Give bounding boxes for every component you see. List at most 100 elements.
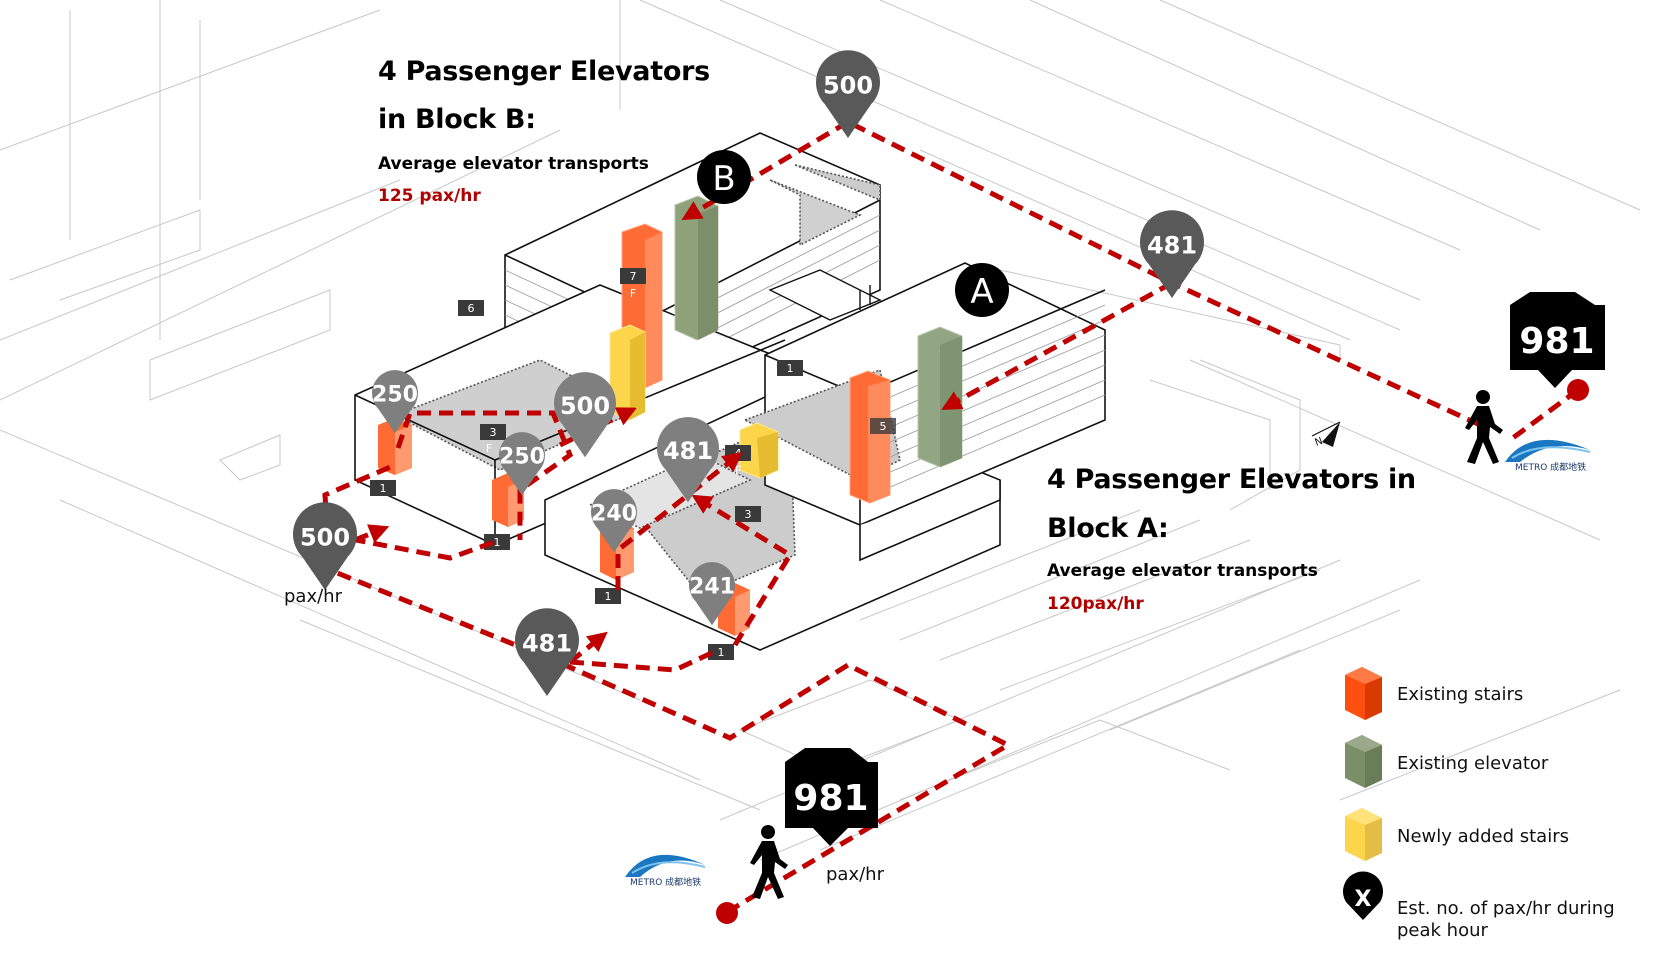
map-pin-icon	[591, 489, 637, 553]
block-a-subtitle: Average elevator transports	[1047, 561, 1318, 581]
pedestrian-icon-south	[750, 825, 788, 899]
legend-label-pax-estimate-line2: peak hour	[1397, 920, 1488, 941]
block-b-rate: 125 pax/hr	[378, 186, 481, 206]
svg-text:F: F	[486, 442, 492, 455]
connecting-bridge	[768, 269, 882, 321]
pax-marker-value: 240	[591, 501, 637, 526]
pax-marker-center-481: 481	[656, 417, 719, 503]
pax-marker-value: 481	[1147, 232, 1197, 260]
pax-marker-stair-240: 240	[591, 489, 637, 553]
floor-tag: 1	[595, 588, 621, 604]
legend-swatch-stairs	[1345, 667, 1382, 720]
svg-text:981: 981	[1519, 321, 1594, 362]
map-pin-icon	[371, 370, 418, 434]
route-481-lower	[569, 647, 720, 673]
svg-text:5: 5	[880, 420, 887, 433]
pax-marker-left-500: 500	[293, 502, 357, 590]
unit-label-left: pax/hr	[284, 586, 342, 607]
svg-text:METRO 成都地铁: METRO 成都地铁	[1515, 461, 1586, 473]
pax-marker-value: 241	[689, 574, 735, 599]
svg-text:N: N	[1313, 436, 1324, 449]
route-podium-loop	[395, 410, 574, 540]
north-arrow-icon: N	[1311, 421, 1341, 449]
pax-marker-stair-241: 241	[689, 562, 735, 626]
block-a-floor-lines	[859, 304, 1106, 501]
svg-text:1: 1	[787, 362, 794, 375]
route-500-arrow	[354, 524, 390, 543]
metro-logo-east: METRO 成都地铁	[1505, 439, 1591, 473]
pax-marker-center-500: 500	[554, 372, 616, 458]
metro-endpoints	[716, 379, 1589, 924]
block-a-existing-stairs	[849, 370, 891, 504]
route-center-3	[691, 494, 794, 647]
svg-text:1: 1	[494, 536, 501, 549]
svg-text:1: 1	[380, 482, 387, 495]
block-a-new-stairs	[739, 422, 779, 479]
metro-south-dot	[716, 902, 738, 924]
pax-marker-bottom-481: 481	[514, 608, 579, 696]
svg-text:B: B	[712, 159, 735, 199]
floor-tag: 3F	[480, 424, 506, 455]
legend-label-elevator: Existing elevator	[1397, 753, 1549, 774]
metro-total-east: 981	[1510, 292, 1605, 388]
svg-text:7: 7	[630, 270, 637, 283]
route-south-metro	[322, 462, 1014, 915]
legend-label-new-stairs: Newly added stairs	[1397, 826, 1569, 847]
floor-tag: 6	[458, 300, 484, 316]
block-b-title-line2: in Block B:	[378, 104, 536, 135]
route-481-arrow	[568, 631, 608, 664]
block-b-title-line1: 4 Passenger Elevators	[378, 56, 710, 87]
block-a-title-line1: 4 Passenger Elevators in	[1047, 464, 1416, 495]
svg-text:3: 3	[490, 426, 497, 439]
svg-text:A: A	[970, 272, 993, 312]
floor-tag: 1	[777, 360, 803, 376]
floor-tag: 1	[370, 480, 396, 496]
pax-marker-value: 500	[823, 72, 873, 100]
floor-tag: 7F	[620, 268, 646, 300]
route-481-to-block-a	[941, 280, 1174, 410]
svg-text:1: 1	[605, 590, 612, 603]
svg-text:981: 981	[793, 778, 868, 819]
pedestrian-icon-east	[1465, 390, 1503, 464]
legend-swatch-elevator	[1345, 735, 1382, 788]
block-b-new-stairs	[609, 324, 646, 421]
pax-marker-top-500: 500	[816, 50, 880, 138]
route-east-metro	[1508, 387, 1580, 443]
map-pin-icon	[816, 50, 880, 138]
route-top-to-block-b	[681, 119, 850, 221]
pax-marker-top-481: 481	[1140, 210, 1204, 298]
svg-text:F: F	[735, 464, 741, 477]
block-a-existing-elevator	[917, 326, 963, 468]
floor-tag: 3	[735, 506, 761, 522]
route-left-branch	[329, 532, 501, 561]
pax-marker-value: 481	[522, 630, 572, 658]
map-pin-icon	[554, 372, 616, 458]
pax-marker-value: 250	[372, 382, 418, 407]
unit-label-bottom: pax/hr	[826, 864, 884, 885]
block-b-existing-elevator	[674, 195, 719, 341]
block-a-title-line2: Block A:	[1047, 513, 1169, 544]
block-b-badge: B	[697, 150, 751, 204]
legend-label-pax-estimate: Est. no. of pax/hr during	[1397, 898, 1615, 919]
pax-marker-value: 500	[560, 392, 610, 420]
metro-logo-south: METRO 成都地铁	[625, 854, 706, 888]
map-pin-icon	[293, 502, 357, 590]
legend-symbol-marker: X	[1342, 871, 1383, 920]
pax-marker-value: 500	[300, 524, 350, 552]
floor-tags: 6 7F 1 3F 1 4F 1 3 1 1 5	[370, 268, 896, 660]
metro-east-dot	[1567, 379, 1589, 401]
legend-label-stairs: Existing stairs	[1397, 684, 1524, 705]
block-a-rate: 120pax/hr	[1047, 594, 1144, 614]
legend-swatch-new-stairs	[1345, 808, 1382, 861]
svg-text:4: 4	[735, 447, 742, 460]
svg-text:X: X	[1355, 887, 1372, 912]
map-pin-icon	[498, 432, 545, 496]
pax-marker-stair-250-a: 250	[371, 370, 418, 434]
svg-text:METRO 成都地铁: METRO 成都地铁	[630, 876, 701, 888]
route-500-center	[558, 407, 637, 448]
svg-text:1: 1	[718, 646, 725, 659]
map-pin-icon	[514, 608, 579, 696]
